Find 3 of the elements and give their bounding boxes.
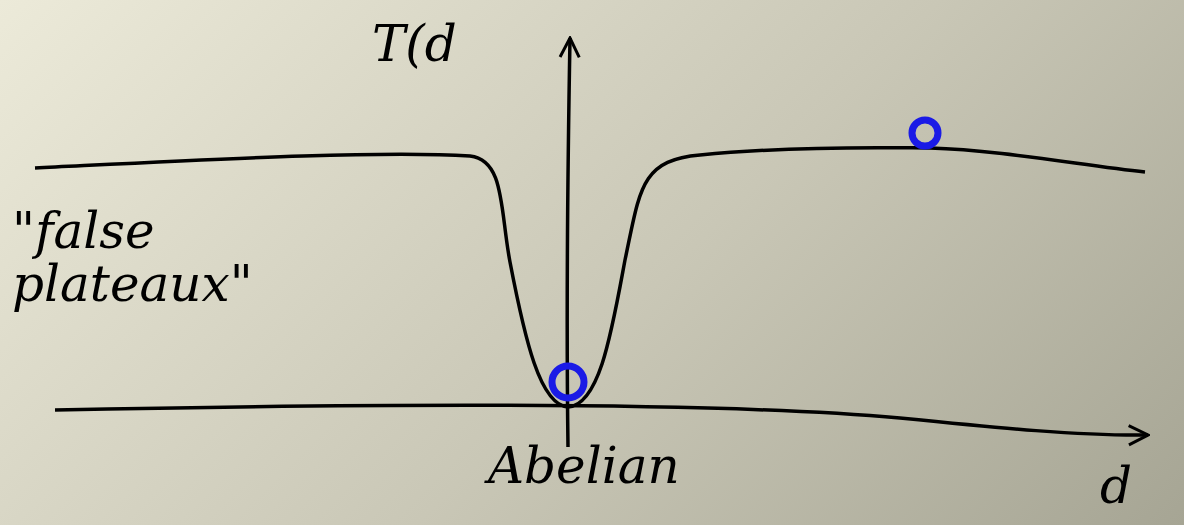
- axis-label: T(d: [372, 18, 457, 71]
- axis-label: d: [1100, 460, 1132, 513]
- annotation-text: "false plateaux": [12, 205, 254, 310]
